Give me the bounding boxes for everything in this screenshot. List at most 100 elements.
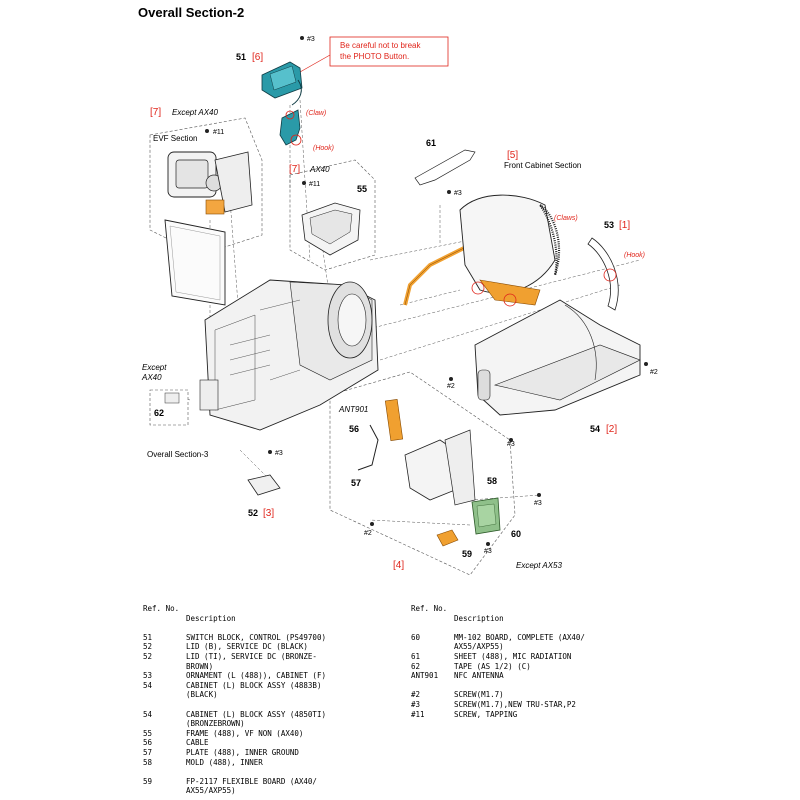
parts-list-row: (BRONZEBROWN) [143,719,393,729]
hook-right-note: (Hook) [624,252,645,259]
callout-55: 55 [357,184,367,194]
sheet-61 [414,149,476,186]
parts-list-row [411,681,671,691]
part-description: CABINET (L) BLOCK ASSY (4850TI) [186,709,326,719]
note-leader [299,54,331,73]
parts-list-left-rows: 51 SWITCH BLOCK, CONTROL (PS49700) 52 LID (… [143,633,393,796]
part-description: LID (B), SERVICE DC (BLACK) [186,642,308,652]
front-cabinet-label: Front Cabinet Section [504,161,581,170]
callout-53: 53 [604,220,614,230]
callout-5: [5] [507,150,518,161]
ornament-53 [587,237,619,311]
lid-52 [247,474,281,496]
evf-section-box [149,117,263,256]
tape-62 [164,392,180,404]
part-ref: #2 [411,690,421,700]
evf-section-label: EVF Section [153,134,197,143]
parts-list-left-header-ref: Ref. No. [143,604,180,613]
part-ref: 61 [411,651,421,661]
callout-7-evf: [7] [150,107,161,118]
cable-56 [357,424,379,471]
ax40-box [289,159,376,271]
parts-list-row: BROWN) [143,662,393,672]
parts-list-left-header-desc: Description [186,613,236,623]
parts-list-row: 52 LID (TI), SERVICE DC (BRONZE- [143,652,393,662]
parts-list-row: 59 FP-2117 FLEXIBLE BOARD (AX40/ [143,777,393,787]
callout-62: 62 [154,408,164,418]
screw-3-top: #3 [307,36,315,43]
screw-icons [205,36,648,546]
hook-note: (Hook) [313,145,334,152]
screw-3-d: #3 [275,450,283,457]
callout-61: 61 [426,138,436,148]
main-chassis [199,279,379,431]
cabinet-54 [474,299,641,416]
callout-7-ax40: [7] [289,164,300,175]
plate-57 [404,429,476,506]
part-ref: 51 [143,632,153,642]
ant901-label: ANT901 [338,405,368,414]
part-description: (BRONZEBROWN) [186,719,245,729]
part-description: MOLD (488), INNER [186,757,263,767]
photo-button-note-line2: the PHOTO Button. [340,52,409,61]
page-title: Overall Section-2 [138,5,244,20]
part-description: CABINET (L) BLOCK ASSY (4883B) [186,680,322,690]
parts-list-left: Ref. No. Description 51 SWITCH BLOCK, CON… [143,604,393,796]
evf-unit [167,151,253,215]
hook-circle [603,268,617,282]
callout-56: 56 [349,424,359,434]
part-description: MM-102 BOARD, COMPLETE (AX40/ [454,632,585,642]
part-description: AX55/AXP55) [186,786,236,796]
parts-list-row: 53 ORNAMENT (L (488)), CABINET (F) [143,671,393,681]
parts-list: Ref. No. Description 51 SWITCH BLOCK, CON… [0,600,800,800]
part-ref: #3 [411,699,421,709]
screw-11-ax40: #11 [309,181,320,188]
parts-list-row: AX55/AXP55) [143,786,393,796]
part-description: AX55/AXP55) [454,642,504,652]
parts-list-row: 51 SWITCH BLOCK, CONTROL (PS49700) [143,633,393,643]
part-description: SWITCH BLOCK, CONTROL (PS49700) [186,632,326,642]
claws-note: (Claws) [554,215,578,222]
lcd-panel-inner [169,225,221,301]
part-description: SCREW, TAPPING [454,709,518,719]
part-ref: 58 [143,757,153,767]
parts-list-row [143,700,393,710]
antenna-ant901 [384,399,404,441]
part-ref: 54 [143,709,153,719]
parts-list-row: 54 CABINET (L) BLOCK ASSY (4850TI) [143,710,393,720]
parts-list-row: 58 MOLD (488), INNER [143,758,393,768]
callout-51: 51 [236,52,246,62]
parts-list-row: 61 SHEET (488), MIC RADIATION [411,652,671,662]
part-ref: 53 [143,671,153,681]
screw-11-evf: #11 [213,129,224,136]
except-ax40-left-2: AX40 [141,373,162,382]
photo-button-note-line1: Be careful not to break [340,41,421,50]
screw-2-a: #2 [447,383,455,390]
part-description: CABLE [186,738,209,748]
callout-52-ref: [3] [263,508,274,519]
part-ref: 62 [411,661,421,671]
exploded-view-diagram: Overall Section-2 Be careful not to brea… [138,5,658,576]
callout-52: 52 [248,508,258,518]
callout-58: 58 [487,476,497,486]
part-description: NFC ANTENNA [454,671,504,681]
part-ref: 59 [143,776,153,786]
part-ref: 52 [143,651,153,661]
part-description: ORNAMENT (L (488)), CABINET (F) [186,671,326,681]
callout-59: 59 [462,549,472,559]
claw-note: (Claw) [306,110,326,117]
screw-2-b: #2 [650,369,658,376]
part-description: FP-2117 FLEXIBLE BOARD (AX40/ [186,776,317,786]
part-description: LID (TI), SERVICE DC (BRONZE- [186,651,317,661]
part-description: SHEET (488), MIC RADIATION [454,651,572,661]
part-ref: ANT901 [411,671,439,681]
photo-button-note-box [329,36,449,67]
callout-54-ref: [2] [606,424,617,435]
